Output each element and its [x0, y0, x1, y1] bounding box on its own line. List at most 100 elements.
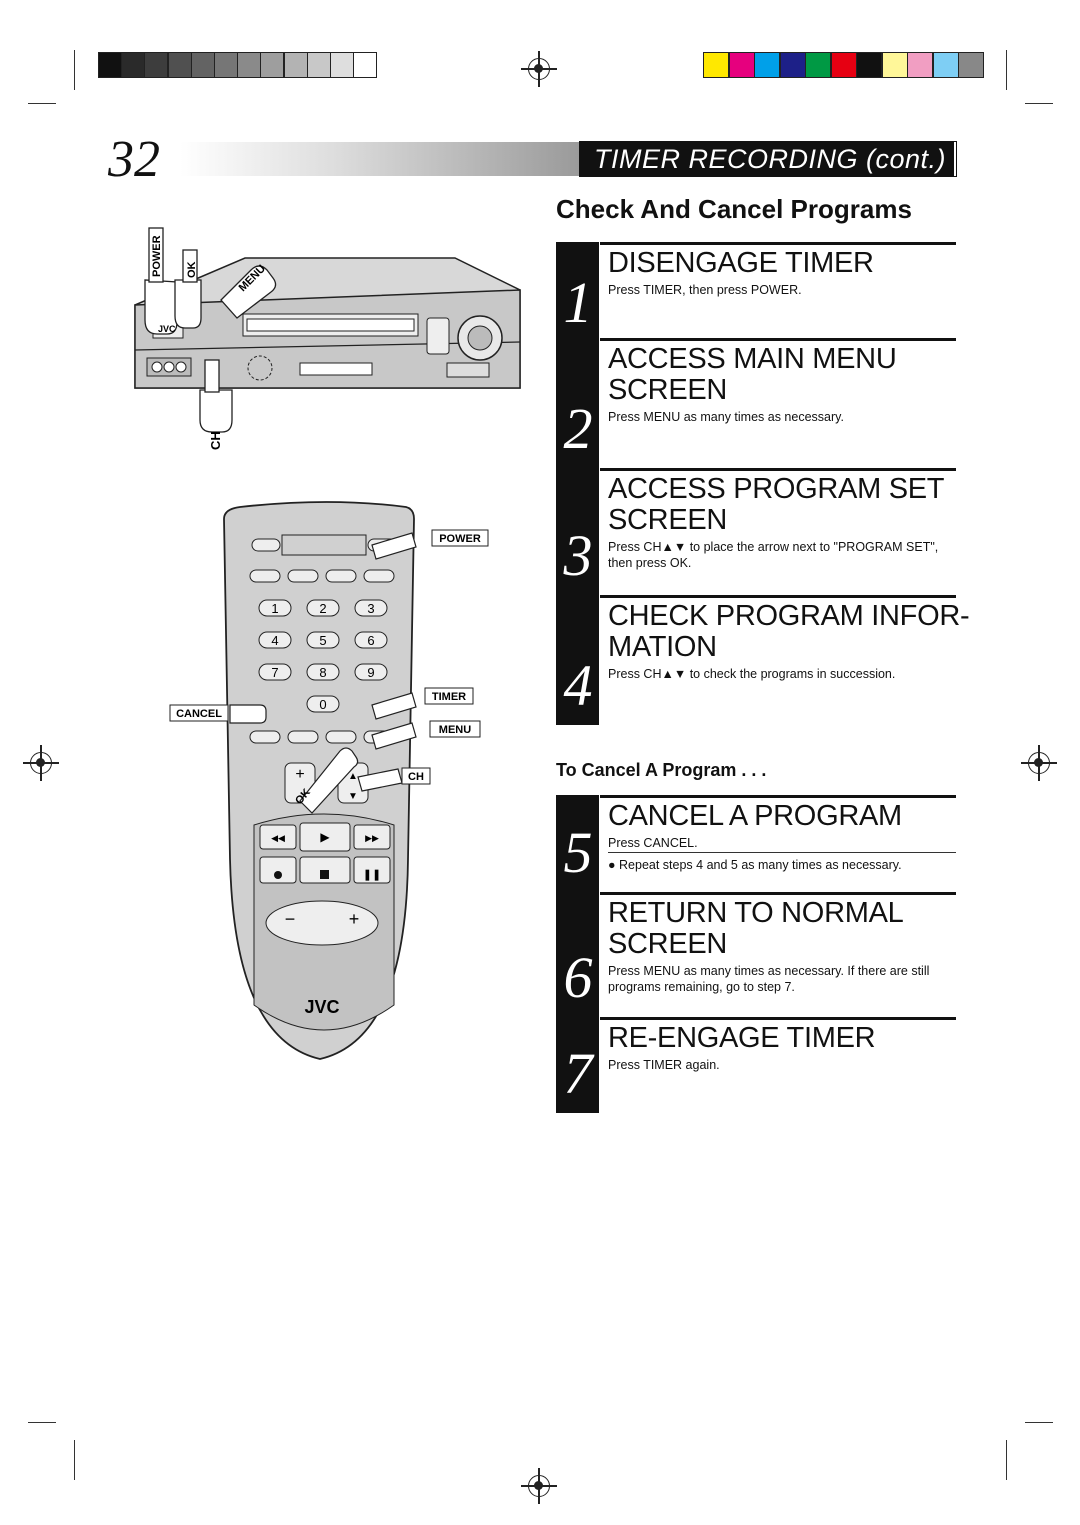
finger-ch-icon [199, 359, 233, 433]
step-title-line: ACCESS PROGRAM SET [608, 473, 945, 505]
crop-mark [28, 103, 56, 104]
registration-mark-icon [521, 51, 557, 87]
keypad-button [306, 599, 340, 617]
keypad-label: 4 [271, 633, 278, 648]
step-number-block: 6 [556, 892, 599, 1017]
keypad-label: 6 [367, 633, 374, 648]
step-number: 6 [563, 945, 593, 1010]
finger-cancel-icon [229, 704, 267, 724]
step-number: 5 [563, 820, 593, 885]
color-swatch [907, 52, 933, 78]
color-swatch [805, 52, 831, 78]
svg-text:❚❚: ❚❚ [363, 869, 381, 881]
finger-menu-icon [220, 265, 277, 319]
remote-cancel-label: CANCEL [176, 708, 222, 720]
gray-swatch [167, 52, 192, 78]
keypad-button [354, 663, 388, 681]
svg-text:▶▶: ▶▶ [365, 833, 379, 843]
registration-mark-icon [1021, 745, 1057, 781]
keypad-button [306, 663, 340, 681]
color-swatch [958, 52, 984, 78]
section-heading: Check And Cancel Programs [556, 194, 912, 224]
vcr-power-label: POWER [151, 235, 163, 277]
step-title-line: RETURN TO NORMAL [608, 897, 904, 929]
keypad-button [306, 631, 340, 649]
step-number: 2 [563, 396, 593, 461]
registration-mark-icon [23, 745, 59, 781]
vcr-ch-label: CH [208, 431, 223, 450]
step-title-line: CANCEL A PROGRAM [608, 800, 902, 832]
step-rule [600, 1017, 956, 1020]
page-number: 32 [108, 131, 160, 188]
svg-text:▶: ▶ [320, 830, 330, 844]
color-swatch [856, 52, 882, 78]
step-rule [600, 795, 956, 798]
vcr-ok-label: OK [186, 261, 198, 278]
svg-text:◀◀: ◀◀ [271, 833, 285, 843]
step-description: Press MENU as many times as necessary. I… [608, 964, 930, 994]
crop-mark [74, 1440, 75, 1480]
step-title-line: DISENGAGE TIMER [608, 247, 874, 279]
step-title-line: SCREEN [608, 928, 728, 960]
finger-ok-remote-icon [299, 747, 359, 814]
gray-swatch [237, 52, 262, 78]
keypad-label: 0 [319, 697, 326, 712]
note-divider [608, 852, 956, 853]
keypad-label: 7 [271, 665, 278, 680]
step-description: Press CANCEL. [608, 836, 698, 850]
step-rule [600, 892, 956, 895]
step-title: DISENGAGE TIMER [608, 248, 874, 279]
keypad-button [258, 631, 292, 649]
finger-ok-icon [174, 249, 202, 329]
gray-swatch [260, 52, 285, 78]
crop-mark [1025, 103, 1053, 104]
gray-swatch [121, 52, 146, 78]
color-swatch [830, 52, 857, 78]
gray-swatch [283, 52, 308, 78]
step-description: Press CH▲▼ to check the programs in succ… [608, 667, 896, 681]
keypad-label: 9 [367, 665, 374, 680]
remote-brand-logo: JVC [304, 997, 339, 1017]
keypad-button [354, 599, 388, 617]
step-title-line: CHECK PROGRAM INFOR- [608, 600, 970, 632]
svg-text:−: − [285, 909, 296, 929]
gray-swatch [144, 52, 169, 78]
crop-mark [1025, 1422, 1053, 1423]
keypad-button [354, 631, 388, 649]
step-rule [600, 338, 956, 341]
step-number-block: 3 [556, 468, 599, 595]
step-number: 7 [563, 1041, 593, 1106]
crop-mark [74, 50, 75, 90]
step-title: RE-ENGAGE TIMER [608, 1023, 876, 1054]
vcr-brand-logo: JVC [158, 324, 176, 334]
keypad-label: 8 [319, 665, 326, 680]
keypad-button [258, 599, 292, 617]
step-number-block: 2 [556, 338, 599, 468]
remote-ch-label: CH [408, 771, 424, 783]
svg-text:▼: ▼ [348, 791, 358, 802]
step-number-block: 7 [556, 1017, 599, 1113]
step-description: Press TIMER again. [608, 1058, 720, 1072]
step-rule [600, 242, 956, 245]
gray-swatch [98, 52, 122, 78]
step-rule [600, 595, 956, 598]
remote-menu-label: MENU [439, 724, 471, 736]
svg-text:▲: ▲ [348, 771, 358, 782]
color-swatch [754, 52, 780, 78]
svg-text:+: + [295, 766, 304, 783]
step-title-line: MATION [608, 631, 717, 663]
subsection-heading: To Cancel A Program . . . [556, 760, 767, 780]
step-rule [600, 468, 956, 471]
gray-swatch [214, 52, 238, 78]
color-swatch [881, 52, 908, 78]
gray-swatch [353, 52, 378, 78]
gray-swatch [330, 52, 354, 78]
color-swatch [932, 52, 959, 78]
step-number-block: 1 [556, 242, 599, 342]
step-number: 1 [563, 270, 593, 335]
color-swatch [728, 52, 755, 78]
